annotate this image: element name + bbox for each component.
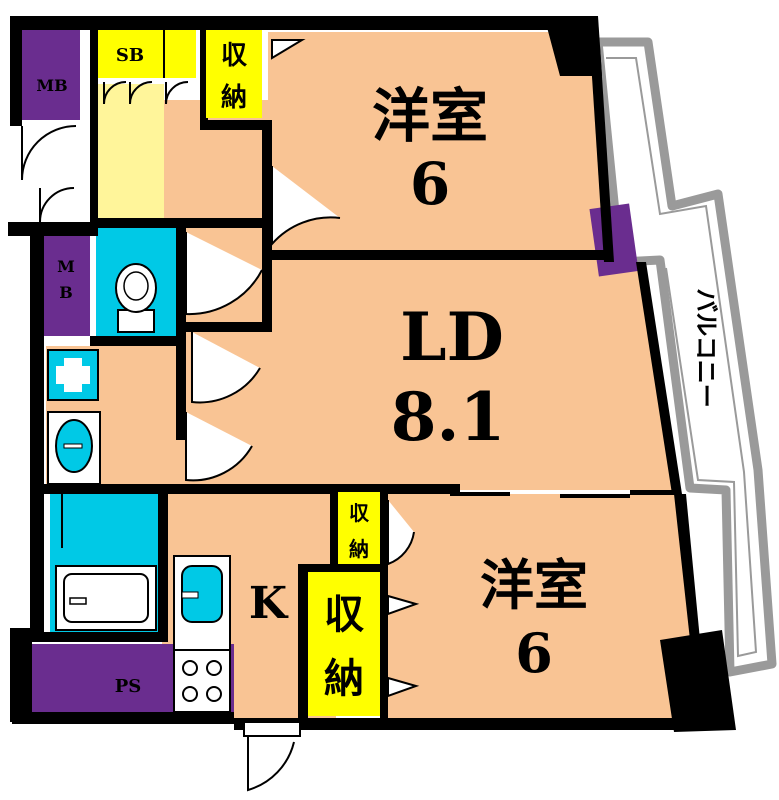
wall-right-ld (636, 262, 682, 494)
ps-box-notch (22, 644, 100, 670)
wall-bottom-left (12, 712, 234, 724)
wall-closet-bottom-left (298, 568, 308, 726)
entry-side-door (39, 187, 75, 223)
sliding-door-1 (450, 492, 510, 496)
closet-top-label-2: 納 (221, 82, 247, 113)
ld-door (191, 332, 261, 404)
wall-top-room-left (262, 120, 272, 266)
living-dining-label: LD (400, 298, 504, 376)
stove-icon (173, 649, 231, 713)
toilet-icon (115, 263, 157, 333)
sb-door-2 (129, 81, 153, 105)
closet-bottom-door-1 (387, 594, 420, 616)
living-dining-floor (176, 256, 676, 490)
mb-door (21, 125, 77, 181)
western-room-top-label: 洋室 (372, 82, 488, 150)
balcony-inner-rail (606, 57, 758, 658)
western-room-bottom-floor (384, 494, 706, 724)
shoe-box-label: SB (116, 45, 144, 66)
closet-top-door (271, 39, 306, 60)
wall-left-lower (30, 226, 44, 642)
entrance-floor (96, 84, 164, 218)
doors (21, 39, 420, 792)
closet-top-label-bg (206, 30, 262, 118)
washbasin-icon (47, 411, 101, 485)
wall-right-bottom (674, 494, 700, 640)
wall-closet-mid-left (330, 490, 338, 570)
sliding-door-3 (630, 490, 678, 495)
wall-bath-right (158, 490, 168, 636)
closet-bottom-label-bg (308, 572, 380, 716)
wall-left-entry (8, 222, 98, 236)
closets: 収 納 収納 収 納 収納 収 納 収納 SB (0, 0, 380, 716)
closet-bottom-label-bound: 収納 (0, 0, 2, 1)
entrance-door (247, 724, 295, 792)
bathtub-icon (55, 565, 157, 631)
mb-top-box (18, 26, 80, 120)
balcony-outline (593, 37, 777, 677)
walls (8, 16, 736, 732)
western-room-top-size: 6 (410, 150, 450, 218)
closet-top-label: 収 (221, 41, 248, 71)
balcony-label: バルコニー (692, 288, 720, 408)
closet-bottom-label-2: 納 (324, 655, 364, 702)
meter-boxes: MB M B PS (18, 26, 639, 716)
sb-door-1 (103, 81, 127, 105)
hall-door-1 (185, 232, 263, 316)
wall-right-top (590, 46, 614, 262)
mb-mid-label-b: B (59, 283, 73, 302)
wall-ld-bottom-room (300, 484, 460, 494)
closet-middle-label-bound: 収納 (0, 0, 2, 1)
closet-middle-label-2: 納 (349, 537, 369, 561)
closet-top-label-bound: 収納 (0, 0, 2, 1)
wash-door (185, 412, 253, 482)
room-labels: 洋室 6 LD 8.1 洋室 6 K (249, 82, 588, 685)
wall-top-right-column (544, 16, 602, 76)
mb-mid-label-m: M (57, 257, 75, 276)
washing-machine-pan-icon (47, 349, 99, 401)
wall-closet-top (200, 120, 272, 130)
closet-bottom-door-2 (387, 676, 420, 698)
entrance-door-frame (243, 721, 301, 737)
sliding-door-2 (560, 494, 630, 498)
sink-icon (173, 555, 231, 651)
ps-label: PS (115, 676, 142, 697)
shoe-box-label-bg (98, 30, 196, 78)
western-room-top-floor (268, 32, 612, 256)
mb-mid-box (44, 230, 90, 336)
wall-closet-right (380, 490, 388, 726)
wall-entrance-left (90, 26, 98, 226)
closet-mid-door (387, 500, 415, 566)
wall-left-bottom-col (10, 628, 32, 722)
wall-closet-top-left (200, 26, 208, 126)
wall-hall-right (262, 250, 272, 330)
closet-middle-label-bg (338, 492, 380, 564)
closet-bottom-label: 収 (324, 591, 364, 638)
wall-bath-bottom (38, 632, 168, 642)
wall-toilet-top (90, 218, 268, 228)
mb-top-label: MB (36, 76, 67, 95)
top-room-door (271, 166, 341, 247)
wall-hall-bottom (176, 322, 272, 332)
wall-toilet-bottom (90, 336, 186, 346)
wall-bottom-right-column (660, 630, 736, 732)
wall-wash-right (176, 336, 186, 440)
wall-toilet-right (176, 226, 186, 340)
wall-wash-bottom (38, 484, 304, 494)
kitchen-label: K (249, 578, 289, 629)
living-dining-size: 8.1 (391, 378, 506, 456)
wall-top-room-ld (268, 250, 608, 260)
wall-left (10, 16, 22, 126)
fixtures (47, 263, 231, 713)
balcony: バルコニー (593, 37, 777, 677)
western-room-bottom-size: 6 (515, 621, 553, 685)
sb-door-3 (165, 81, 189, 105)
wall-top (10, 16, 570, 30)
closet-middle-label: 収 (349, 501, 370, 525)
wall-closet-mid-bottom (298, 564, 388, 572)
wall-bottom (234, 718, 734, 730)
western-room-bottom-label: 洋室 (480, 553, 588, 617)
